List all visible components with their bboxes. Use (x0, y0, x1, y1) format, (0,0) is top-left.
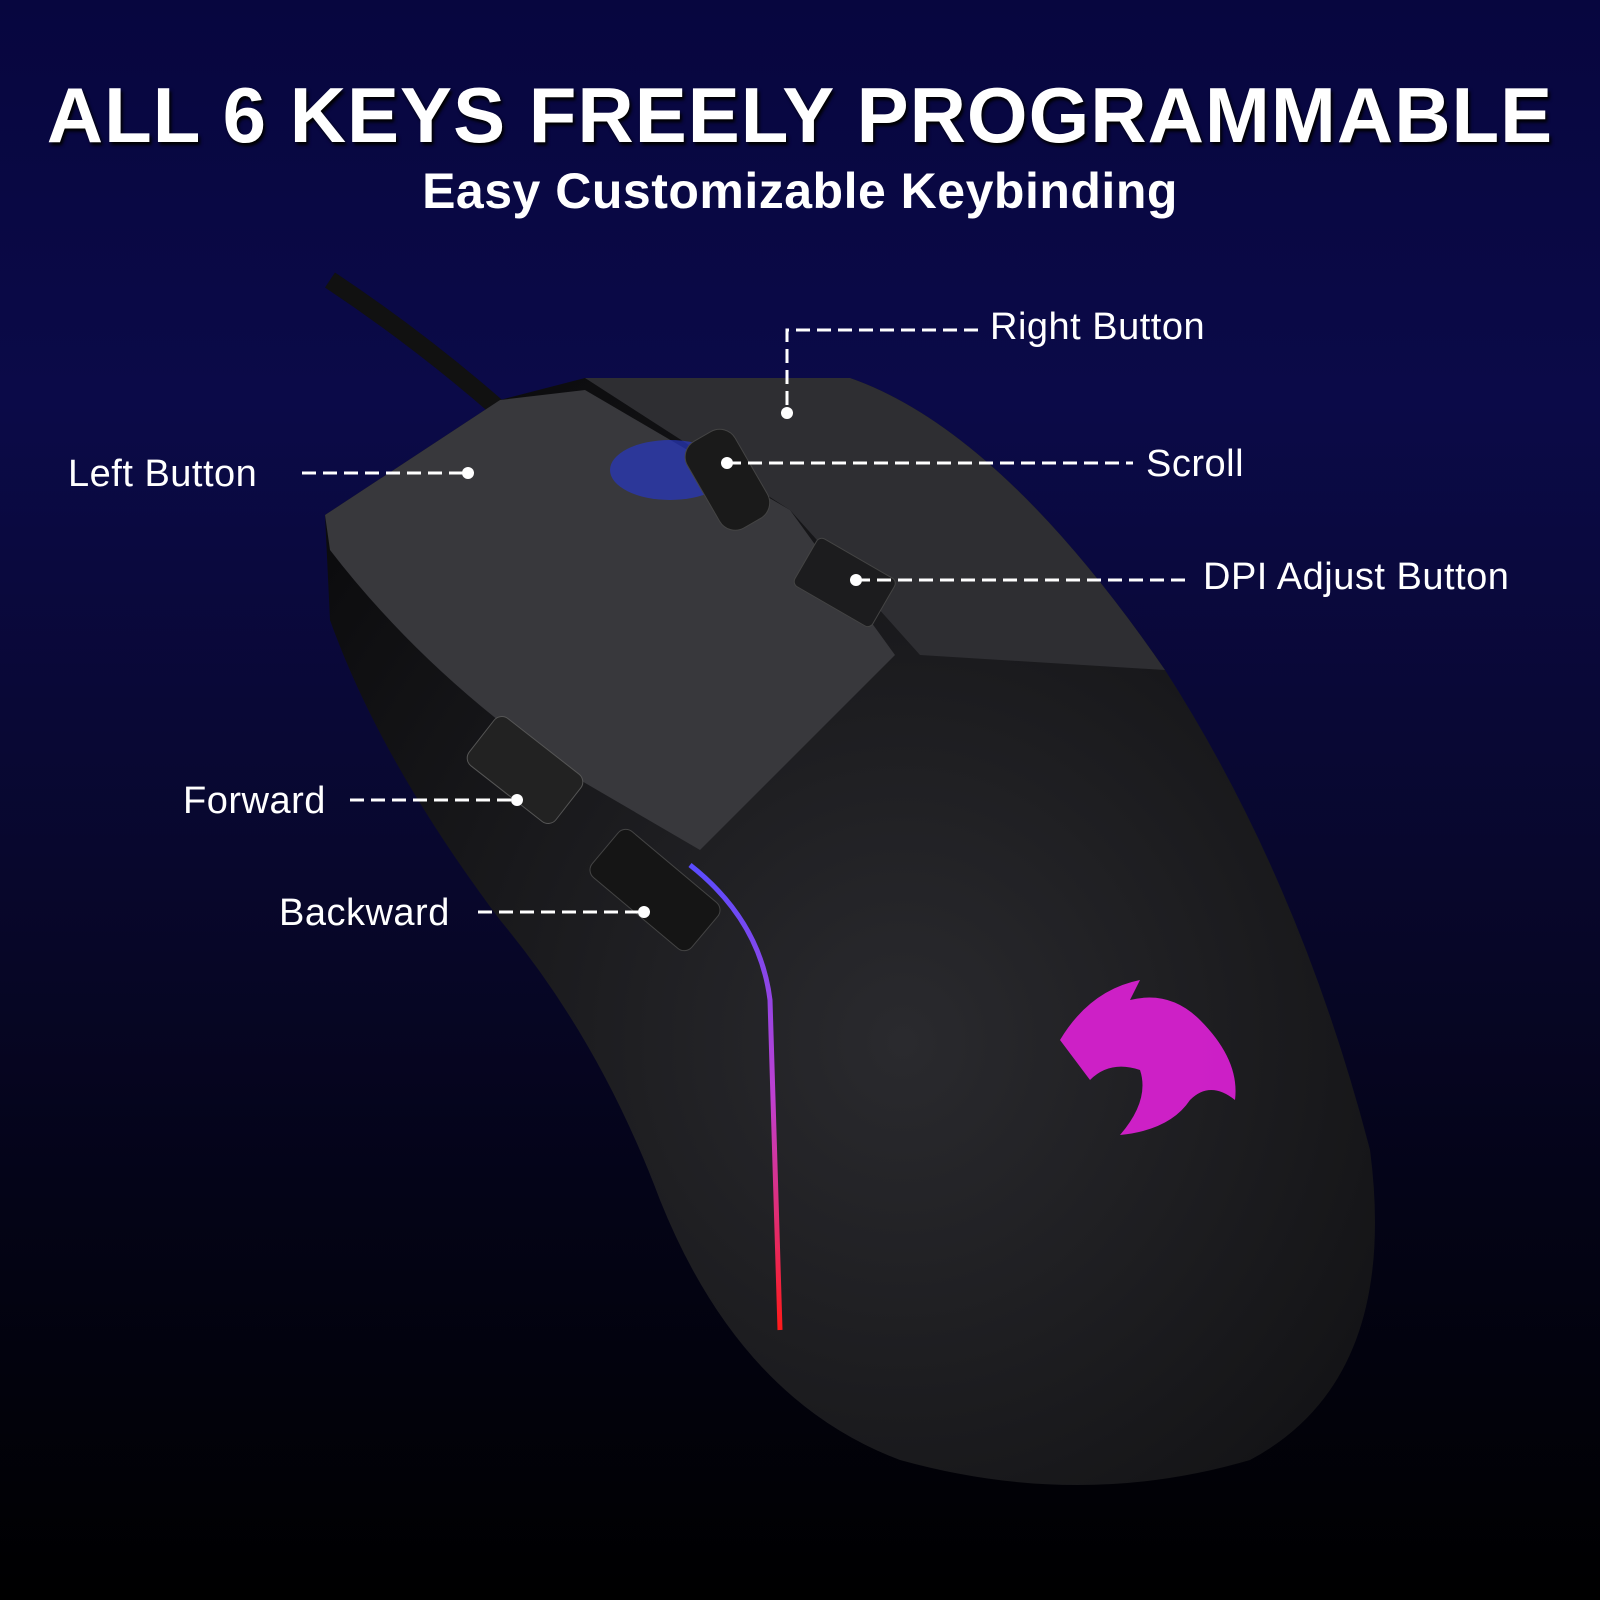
callout-lines (302, 328, 1190, 914)
callout-forward: Forward (183, 780, 326, 822)
callout-dots (462, 407, 862, 918)
subheadline: Easy Customizable Keybinding (422, 163, 1178, 219)
callout-right-button: Right Button (990, 306, 1206, 348)
rgb-light-strip (688, 863, 783, 1331)
callout-backward: Backward (279, 892, 450, 934)
callout-scroll: Scroll (1146, 443, 1245, 485)
headline: ALL 6 KEYS FREELY PROGRAMMABLE (46, 71, 1554, 159)
dpi-button (793, 537, 896, 628)
dragon-logo (1060, 980, 1236, 1135)
cable (325, 272, 506, 417)
callout-dpi-adjust-button: DPI Adjust Button (1203, 556, 1510, 598)
callout-left-button: Left Button (68, 453, 258, 495)
scroll-wheel (684, 428, 771, 531)
forward-side-button (466, 716, 584, 824)
